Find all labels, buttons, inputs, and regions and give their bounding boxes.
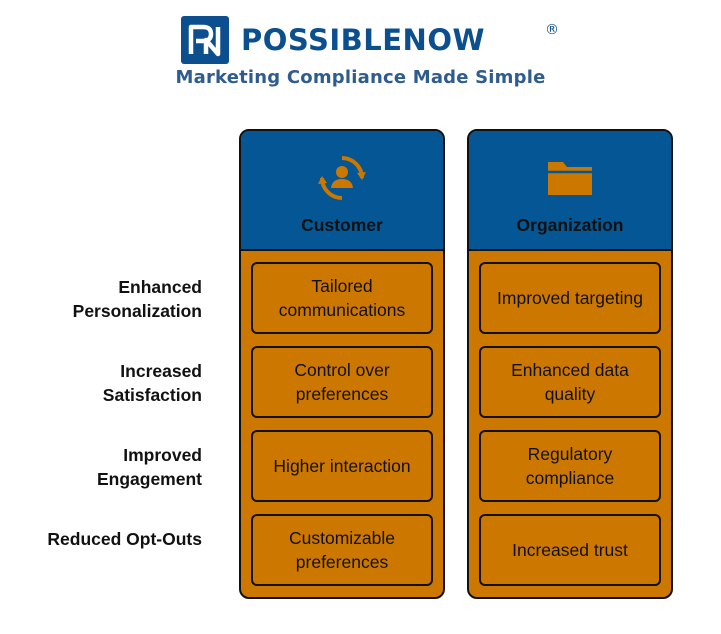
organization-cell-engagement: Regulatory compliance [479, 430, 661, 502]
organization-cell-satisfaction: Enhanced data quality [479, 346, 661, 418]
customer-cell-satisfaction: Control over preferences [251, 346, 433, 418]
organization-column-title: Organization [516, 215, 624, 235]
organization-cell-opt-outs: Increased trust [479, 514, 661, 586]
brand-tagline: Marketing Compliance Made Simple [175, 67, 546, 88]
customer-column-title: Customer [301, 215, 383, 235]
customer-cell-engagement: Higher interaction [251, 430, 433, 502]
customer-column: Customer Tailored communications Control… [239, 129, 445, 599]
row-label-personalization: Enhanced Personalization [72, 277, 202, 321]
row-label-satisfaction: Increased Satisfaction [102, 361, 202, 405]
customer-cell-personalization: Tailored communications [251, 262, 433, 334]
folder-icon [469, 153, 671, 203]
organization-column: Organization Improved targeting Enhanced… [467, 129, 673, 599]
registered-mark: ® [545, 22, 559, 38]
organization-cell-personalization: Improved targeting [479, 262, 661, 334]
customer-cell-opt-outs: Customizable preferences [251, 514, 433, 586]
row-label-engagement: Improved Engagement [96, 445, 202, 489]
brand-name: POSSIBLENOW [241, 23, 485, 57]
customer-column-header: Customer [241, 131, 443, 251]
row-label-opt-outs: Reduced Opt-Outs [47, 529, 202, 549]
possiblenow-logo-icon [181, 16, 229, 64]
organization-column-header: Organization [469, 131, 671, 251]
brand-logo: POSSIBLENOW ® [181, 15, 561, 65]
user-cycle-icon [241, 153, 443, 203]
